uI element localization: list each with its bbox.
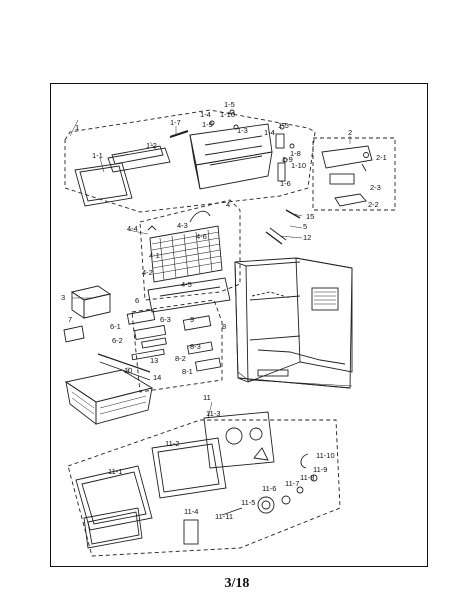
callout-8-3: 8-3 [190,342,201,351]
callout-8-2: 8-2 [175,354,186,363]
callout-1-1: 1-1 [92,151,103,160]
callout-1-9b: 1-9 [282,155,293,164]
callout-15: 15 [306,212,314,221]
page-number: 3/18 [224,576,250,591]
callout-4-5: 4-5 [181,280,192,289]
group-4-evaporator [139,199,241,313]
callout-11-10: 11-10 [316,451,335,460]
callout-1-10b: 1-10 [291,161,306,170]
callout-1-7: 1-7 [170,118,181,127]
callout-11-9: 11-9 [313,465,327,474]
callout-7: 7 [68,315,72,324]
callout-8-1: 8-1 [182,367,193,376]
callout-2: 2 [348,128,352,137]
callout-11-3: 11-3 [206,409,220,418]
callout-1-4a: 1-4 [200,110,211,119]
callout-11-11: 11-11 [215,512,233,521]
callout-13: 13 [150,356,158,365]
callout-1-10a: 1-10 [220,110,235,119]
callout-1-2: 1-2 [146,141,157,150]
group-2-housing [312,137,396,211]
callout-11-7: 11-7 [285,479,299,488]
callout-6: 6 [135,296,139,305]
leader-lines [69,119,351,419]
callout-1-4b: 1-4 [264,128,275,137]
callout-4-1: 4-1 [149,251,160,260]
callout-6-1: 6-1 [110,322,121,331]
callout-1-5a: 1-5 [224,100,235,109]
group-11-freezer-door [67,411,341,557]
diagram-frame [50,83,428,567]
callout-10: 10 [124,366,132,375]
callout-11-2: 11-2 [165,439,179,448]
callout-1: 1 [75,123,79,132]
callout-11-1: 11-1 [108,467,122,476]
callout-11-8: 11-8 [300,473,314,482]
callout-4: 4 [226,200,230,209]
callout-5: 5 [303,222,307,231]
callout-1-6: 1-6 [280,179,291,188]
loose-parts-left [63,285,223,393]
callout-4-3: 4-3 [177,221,188,230]
lower-basket [64,369,154,425]
callout-8: 8 [222,322,226,331]
callout-1-9a: 1-9 [202,120,213,129]
callout-11-4: 11-4 [184,507,198,516]
callout-1-8: 1-8 [290,149,301,158]
refrigerator-cabinet [234,257,353,389]
callout-4-4: 4-4 [127,224,138,233]
callout-14: 14 [153,373,161,382]
callout-11: 11 [203,393,211,402]
group-1-upper-drawer [64,109,316,213]
callout-labels: 1 1-1 1-2 1-3 1-4 1-4 1-5 1-5 1-6 1-7 1-… [61,100,387,521]
rods [265,209,301,245]
callout-4-2: 4-2 [142,268,153,277]
callout-11-6: 11-6 [262,484,276,493]
callout-2-3: 2-3 [370,183,381,192]
callout-1-5b: 1-5 [278,121,289,130]
callout-12: 12 [303,233,311,242]
callout-9: 9 [190,315,194,324]
callout-11-5: 11-5 [241,498,255,507]
callout-6-3: 6-3 [160,315,171,324]
callout-1-3: 1-3 [237,126,248,135]
callout-4-6: 4-6 [196,232,207,241]
callout-2-2: 2-2 [368,200,379,209]
callout-3: 3 [61,293,65,302]
callout-2-1: 2-1 [376,153,387,162]
callout-6-2: 6-2 [112,336,123,345]
